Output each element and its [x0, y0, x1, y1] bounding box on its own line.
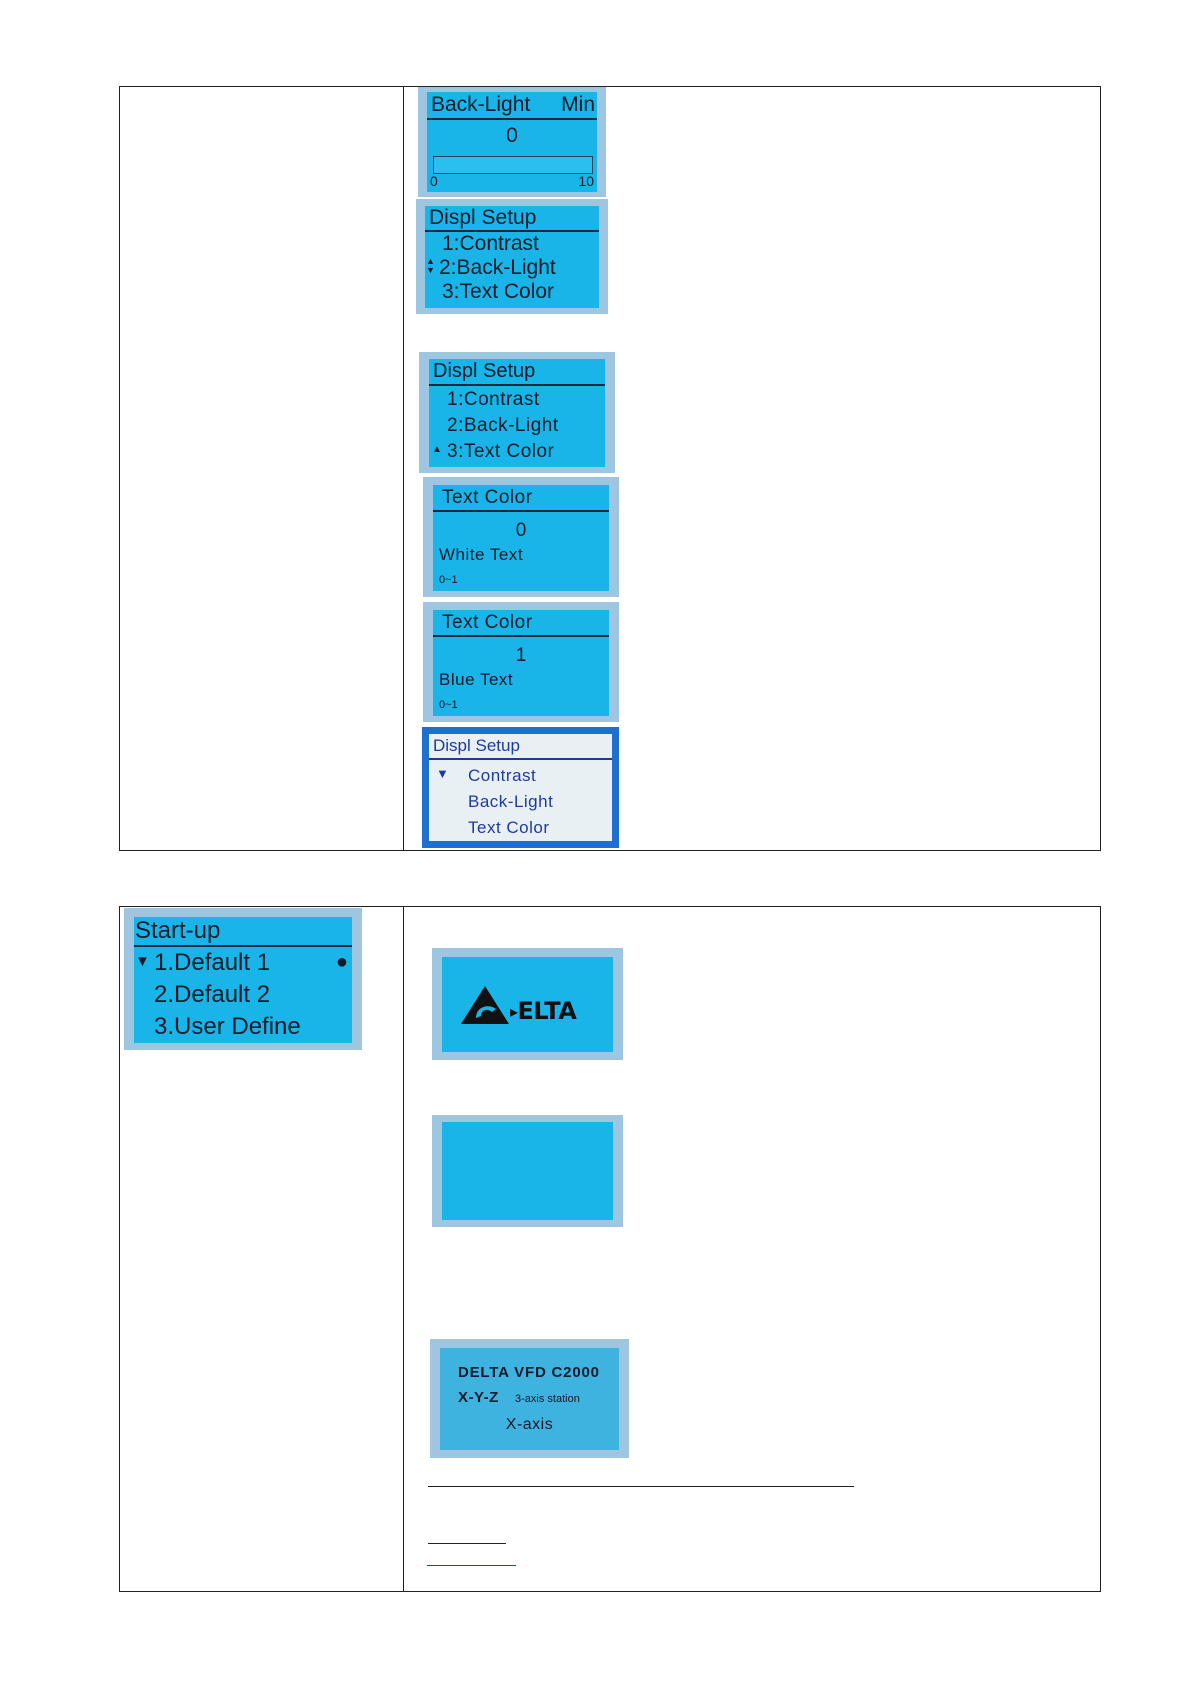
text-color-white-label: White Text: [439, 545, 524, 564]
custom-line-2-sub: 3-axis station: [515, 1393, 580, 1405]
text-color-blue-value: 1: [515, 645, 527, 666]
menu-item-contrast[interactable]: Contrast: [468, 766, 537, 785]
table-start-up: [119, 906, 1101, 1592]
menu-item-user-define[interactable]: 3.User Define: [154, 1013, 301, 1040]
custom-line-1: DELTA VFD C2000: [458, 1364, 600, 1381]
backlight-range-max: 10: [578, 173, 594, 189]
lcd-displ-setup-screen-1: Displ Setup 1:Contrast ▲▼ 2:Back-Light 3…: [416, 199, 608, 314]
delta-triangle-icon: [461, 986, 509, 1024]
up-arrow-icon: ▲: [432, 444, 442, 455]
text-color-blue-title: Text Color: [433, 610, 609, 637]
selected-dot-icon: ●: [335, 951, 348, 973]
menu-item-default-2[interactable]: 2.Default 2: [154, 981, 271, 1008]
updown-arrow-icon: ▲▼: [426, 256, 435, 275]
menu-item-contrast[interactable]: 1:Contrast: [442, 232, 539, 255]
displ-setup-2-title: Displ Setup: [429, 359, 605, 386]
menu-item-default-1[interactable]: 1.Default 1: [154, 949, 271, 976]
underline-short: [428, 1543, 506, 1544]
start-up-title: Start-up: [134, 917, 352, 947]
underline-link[interactable]: [427, 1565, 516, 1566]
table-start-up-divider: [403, 906, 404, 1592]
lcd-text-color-white-screen: Text Color 0 White Text 0~1: [423, 477, 619, 597]
lcd-user-define-screen: DELTA VFD C2000 X-Y-Z 3-axis station X-a…: [430, 1339, 629, 1458]
backlight-slider[interactable]: [433, 156, 593, 174]
delta-logo: ▸ELTA: [460, 985, 600, 1025]
backlight-value: 0: [506, 124, 518, 147]
custom-line-3: X-axis: [505, 1416, 554, 1433]
lcd-logo-screen: ▸ELTA: [432, 948, 623, 1060]
backlight-unit: Min: [561, 93, 595, 116]
text-color-blue-label: Blue Text: [439, 670, 514, 689]
delta-d-icon: ▸: [510, 1002, 518, 1021]
menu-item-text-color[interactable]: Text Color: [468, 818, 550, 837]
menu-item-text-color[interactable]: 3:Text Color: [447, 441, 555, 462]
table-display-setup-divider: [403, 86, 404, 851]
backlight-title: Back-Light: [431, 93, 531, 116]
menu-item-back-light[interactable]: Back-Light: [468, 792, 554, 811]
menu-item-text-color[interactable]: 3:Text Color: [442, 280, 555, 303]
down-arrow-icon: ▼: [436, 766, 449, 781]
underline-long: [428, 1486, 854, 1487]
delta-brand-text: ▸ELTA: [510, 997, 577, 1025]
lcd-start-up-screen: Start-up ▼ 1.Default 1 ● 2.Default 2 3.U…: [124, 908, 362, 1050]
lcd-backlight-screen: Back-Light Min 0 0 10: [418, 87, 606, 197]
displ-setup-3-title: Displ Setup: [429, 734, 612, 760]
menu-item-back-light[interactable]: 2:Back-Light: [439, 256, 556, 279]
backlight-range-min: 0: [430, 173, 438, 189]
text-color-white-title: Text Color: [433, 485, 609, 512]
lcd-displ-setup-screen-blue-text: Displ Setup ▼ Contrast Back-Light Text C…: [422, 727, 619, 848]
down-arrow-icon: ▼: [135, 953, 150, 970]
lcd-blank-screen: [432, 1115, 623, 1227]
menu-item-contrast[interactable]: 1:Contrast: [447, 389, 540, 410]
text-color-white-range: 0~1: [439, 574, 458, 586]
text-color-blue-range: 0~1: [439, 699, 458, 711]
custom-line-2-main: X-Y-Z: [458, 1389, 499, 1406]
text-color-white-value: 0: [515, 520, 527, 541]
lcd-displ-setup-screen-2: Displ Setup 1:Contrast 2:Back-Light ▲ 3:…: [419, 352, 615, 473]
table-display-setup: [119, 86, 1101, 851]
menu-item-back-light[interactable]: 2:Back-Light: [447, 415, 559, 436]
displ-setup-1-title: Displ Setup: [425, 206, 599, 232]
lcd-text-color-blue-screen: Text Color 1 Blue Text 0~1: [423, 602, 619, 722]
